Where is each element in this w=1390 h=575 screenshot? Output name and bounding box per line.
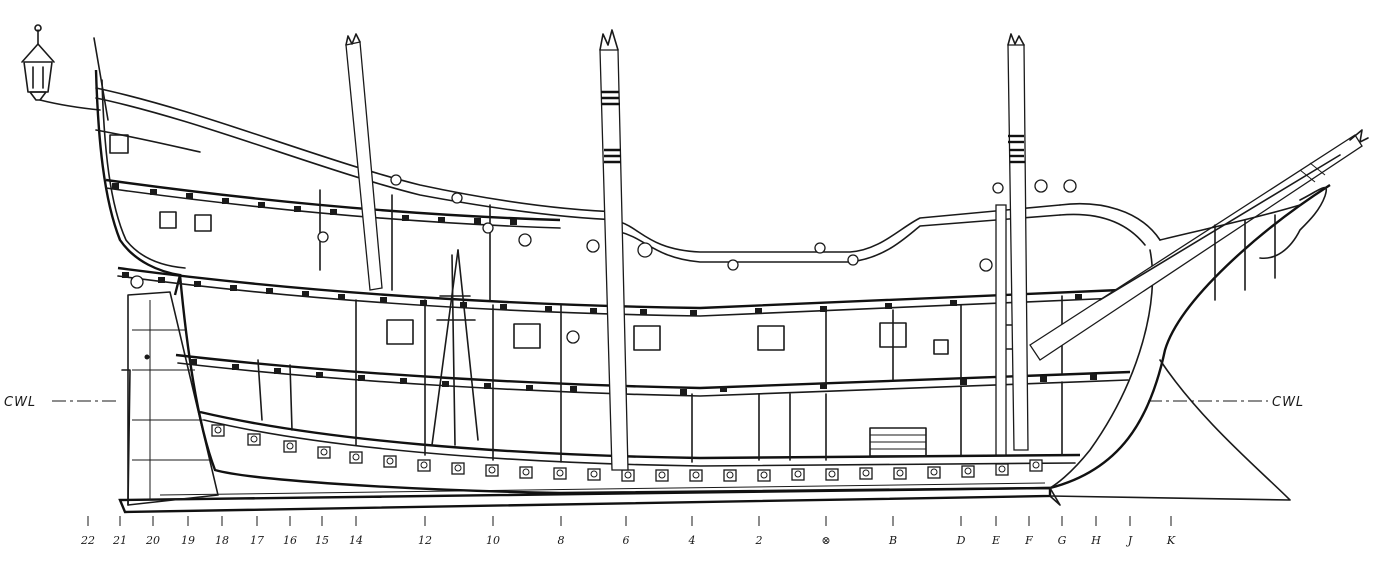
frame-station-label: F bbox=[1024, 534, 1033, 547]
frame-station-label: 16 bbox=[283, 534, 297, 547]
frame-station-label: 4 bbox=[688, 534, 696, 547]
frame-station-label: 2 bbox=[755, 534, 763, 547]
waterline: CWL CWL bbox=[4, 395, 1304, 410]
main-mast bbox=[599, 29, 629, 471]
carved-figure-heads bbox=[130, 174, 1077, 344]
keel bbox=[118, 482, 1052, 514]
hold-crate bbox=[869, 427, 927, 457]
figurehead bbox=[1159, 186, 1327, 301]
frame-station-label: 22 bbox=[80, 534, 95, 547]
frame-station-label: 12 bbox=[418, 534, 432, 547]
frame-station-label: K bbox=[1166, 534, 1176, 547]
frame-station-label: 15 bbox=[315, 534, 329, 547]
frame-station-label: 21 bbox=[112, 534, 127, 547]
frame-station-label: G bbox=[1058, 534, 1067, 547]
frame-station-label: 14 bbox=[349, 534, 363, 547]
gun-ports bbox=[109, 134, 1021, 355]
frame-station-label: B bbox=[888, 534, 897, 547]
frame-station-label: 10 bbox=[486, 534, 500, 547]
decks bbox=[95, 129, 1131, 467]
bowsprit bbox=[1029, 129, 1369, 361]
hull-outline bbox=[94, 69, 1331, 506]
frame-station-label: E bbox=[991, 534, 1000, 547]
frame-station-label: ⊗ bbox=[821, 534, 830, 547]
frame-station-label: 6 bbox=[623, 534, 630, 547]
stern-lantern bbox=[21, 24, 101, 111]
fore-mast bbox=[995, 33, 1029, 456]
frame-station-label: 8 bbox=[558, 534, 565, 547]
waterline-label-left: CWL bbox=[4, 395, 36, 410]
frame-station-ruler: 22 21 20 19 18 17 16 15 14 12 10 8 6 4 2 ⊗ B D E F G H J K bbox=[80, 516, 1176, 547]
frame-station-label: J bbox=[1126, 534, 1133, 547]
rudder bbox=[121, 291, 219, 506]
capstan bbox=[431, 249, 479, 446]
waterline-label-right: CWL bbox=[1272, 395, 1304, 410]
frame-station-label: 17 bbox=[250, 534, 264, 547]
frame-station-label: 20 bbox=[145, 534, 160, 547]
frame-station-label: H bbox=[1090, 534, 1101, 547]
frame-station-label: D bbox=[956, 534, 966, 547]
hull-rosette-strake bbox=[211, 424, 1043, 482]
ensign-staff bbox=[93, 37, 109, 121]
mizzen-mast bbox=[345, 33, 383, 291]
stanchions bbox=[257, 189, 1063, 463]
frame-station-label: 19 bbox=[181, 534, 195, 547]
frame-station-label: 18 bbox=[215, 534, 229, 547]
